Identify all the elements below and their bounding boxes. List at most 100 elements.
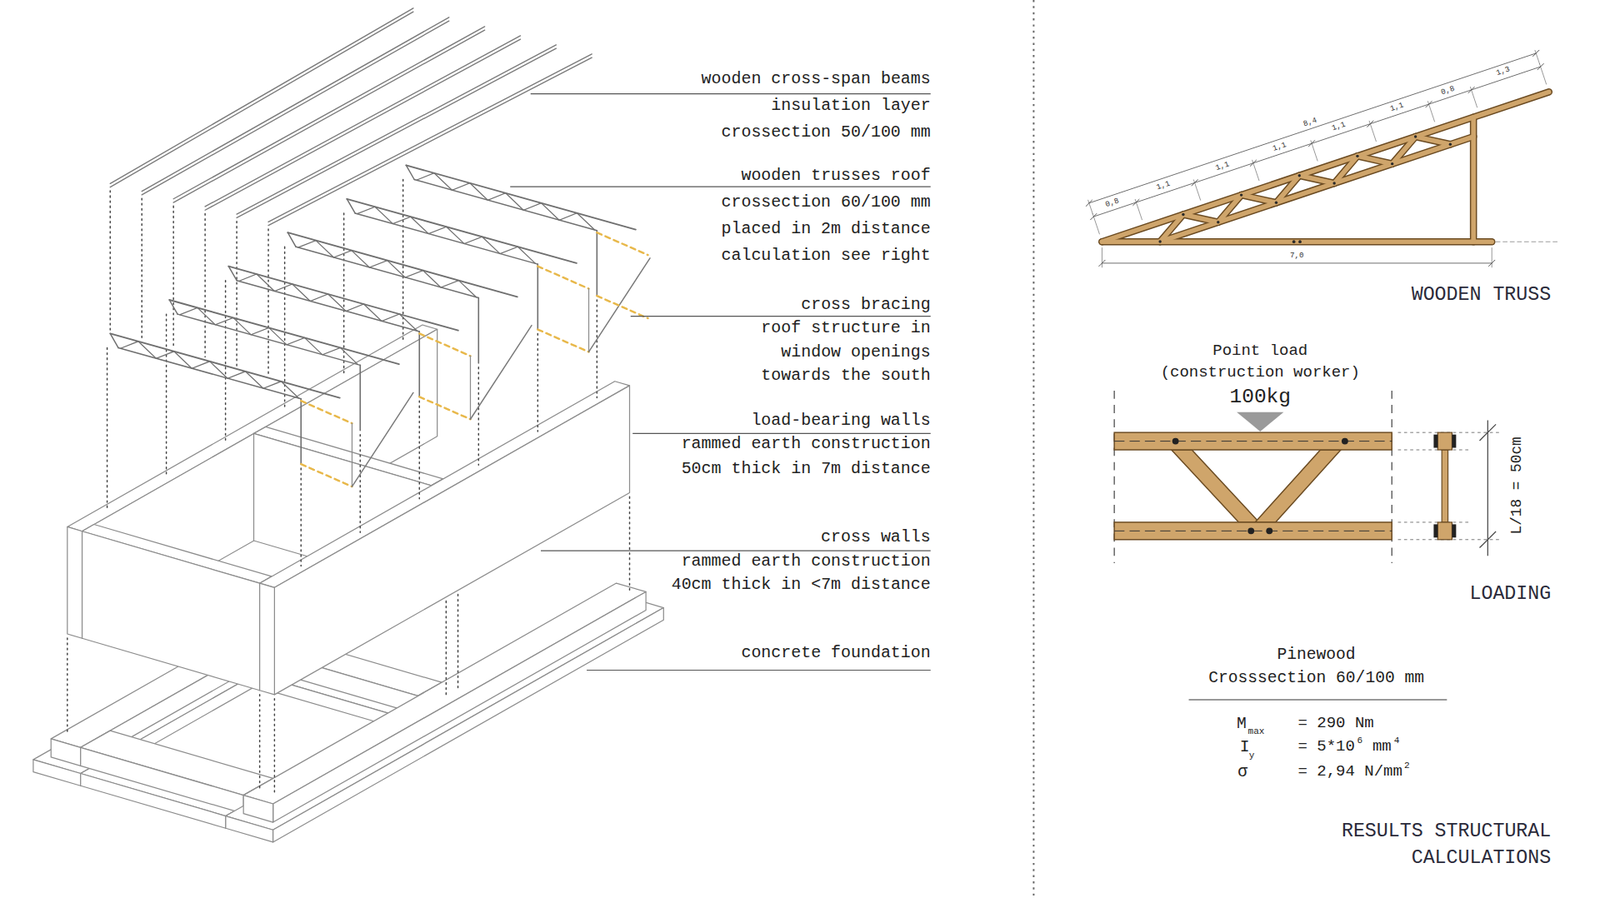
result-text: Crosssection 60/100 mm [1208,669,1425,689]
projection-line [629,496,630,591]
window-opening [537,330,589,353]
result-text: 6 [1357,736,1364,748]
dimension-label: 0,8 [1440,84,1456,97]
window-opening [300,400,352,424]
callout-text: load-bearing walls [750,411,930,431]
result-text: max [1248,727,1265,739]
result-text: I [1240,738,1250,758]
bolt [1414,135,1417,138]
result-text: = 2,94 N/mm [1298,763,1403,782]
truss-member [1183,215,1219,223]
dimension-tick [1480,531,1497,549]
projection-line [66,638,68,733]
load-label: Point load [1212,343,1308,362]
dimension-label: 0,8 [1105,196,1121,210]
truss-chord [287,232,518,297]
callout-text: cross bracing [800,295,931,315]
projection-line [596,300,598,399]
dimension-label: 1,3 [1495,65,1512,78]
truss-member [1241,195,1277,203]
truss-member [1299,175,1335,184]
truss-member [1241,195,1277,203]
dimension-label: 1,1 [1389,100,1405,114]
cross-span-beam [205,39,520,210]
truss-member [1415,136,1451,145]
truss-member [1275,175,1300,204]
axonometric-drawing [33,8,664,843]
bolt [1275,201,1278,205]
projection-dots [67,180,630,794]
dimension-label: 1,1 [1330,120,1347,134]
truss-chord [110,333,340,398]
bolt [1332,181,1335,185]
cross-bracing [351,392,413,487]
dimension-line [1093,66,1540,217]
load-bearing-wall [274,385,630,695]
helper-line [1495,241,1557,243]
cross-span-beam [173,26,485,200]
bolt [1451,524,1456,538]
extension-line [1252,160,1260,180]
bolt [1298,174,1301,177]
bolt [1433,435,1438,449]
projection-line [274,699,275,794]
projection-line [360,435,361,534]
cross-bracing [470,325,531,420]
callout-text: 40cm thick in <7m distance [671,575,931,595]
truss-post [359,365,361,430]
result-text: = 290 Nm [1298,715,1375,734]
result-text: M [1236,715,1247,735]
section-heading: CALCULATIONS [1411,848,1552,871]
cross-span-beam [141,20,450,195]
extension-line [1101,248,1103,268]
dimension-line [1487,420,1489,556]
bolt [1181,213,1185,216]
truss-web [180,307,359,365]
leader-line [540,550,931,552]
window-post [351,423,353,487]
truss-web [239,274,418,331]
dimension-label: 8,4 [1302,115,1319,129]
loading-diagram [1114,390,1500,564]
roof-structure [110,8,650,487]
truss-member [1334,155,1358,184]
bolt [1451,435,1456,449]
projection-line [419,400,420,500]
truss-post [537,264,540,330]
extension-line [1540,64,1547,85]
projection-line [537,333,539,432]
bolt [1298,240,1302,244]
bottom-chord [1114,522,1392,540]
callout-text: rammed earth construction [681,435,931,455]
section-chord [1437,522,1452,540]
bolt [1265,527,1273,535]
window-opening [300,464,352,487]
cross-wall [82,531,260,691]
projection-line [478,367,480,466]
truss-member [1357,155,1393,164]
concrete-foundation [80,747,244,814]
callout-text: placed in 2m distance [720,220,930,240]
leader-line [632,433,931,435]
bolt [1433,524,1438,538]
truss-chord [110,333,119,348]
diagonal-member [1171,450,1260,523]
truss-chord [295,246,479,298]
cross-span-beam [268,57,592,225]
window-opening [537,266,589,290]
dimension-tick [1489,260,1495,266]
extension-line [1470,86,1477,107]
result-text: 2 [1404,760,1410,772]
section-web [1441,450,1448,523]
truss-chord [355,213,538,265]
window-opening [419,396,470,420]
truss-post [418,331,420,397]
bolt [1292,240,1296,244]
window-opening [419,333,470,356]
callout-text: 50cm thick in 7m distance [681,460,931,480]
dimension-tick [1480,424,1497,441]
truss-member [1101,91,1549,242]
extension-line [1369,120,1376,141]
truss-chord [228,266,237,281]
